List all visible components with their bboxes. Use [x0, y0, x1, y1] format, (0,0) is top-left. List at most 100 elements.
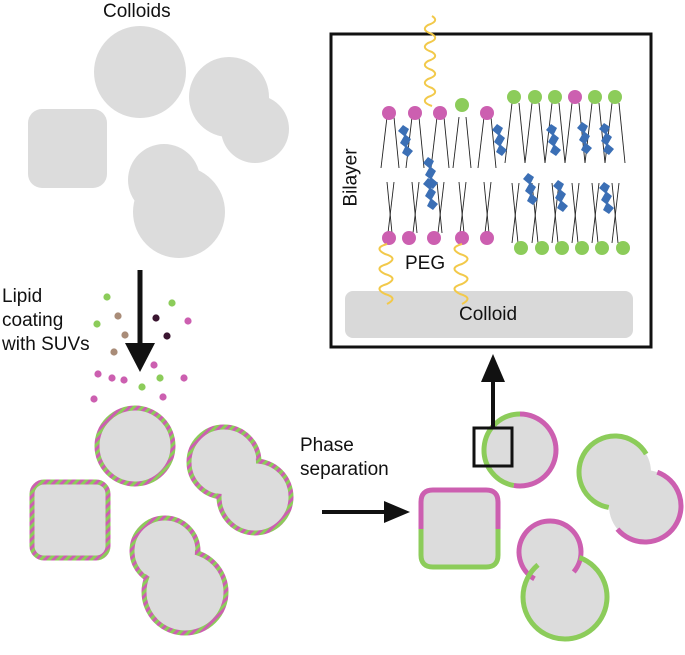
lipid-tail [465, 116, 472, 169]
lipid-tail [430, 116, 438, 169]
lipid-tail [511, 182, 519, 244]
colloid-sphere [94, 26, 186, 118]
suv-vesicle [93, 320, 101, 328]
suv-vesicle [159, 393, 167, 401]
lipid-tail [418, 116, 425, 169]
lipid-coating-arrow [125, 270, 155, 372]
lipid-head-lo [427, 231, 441, 245]
lipid-tail [558, 102, 566, 164]
peg-label: PEG [405, 253, 446, 274]
lipid-head-ld [575, 241, 589, 255]
suv-vesicle [180, 374, 188, 382]
suv-vesicle [138, 383, 146, 391]
lipid-head-ld [595, 241, 609, 255]
lipid-tail [531, 182, 540, 244]
lo-phase-domain [418, 487, 501, 529]
phase-separation-label-line2: separation [300, 459, 389, 480]
lipid-tail [484, 181, 492, 234]
lipid-tail [618, 102, 626, 164]
suv-vesicle [103, 293, 111, 301]
lipid-tail [452, 116, 460, 169]
coated-dimer-fill [222, 464, 288, 530]
peg-chain [423, 15, 437, 107]
colloid-dimer-lobe [221, 95, 289, 163]
colloid-substrate [345, 291, 633, 338]
lipid-tail [483, 181, 490, 234]
separated-dimer-lobe [523, 555, 607, 639]
peg-chain [378, 243, 394, 305]
lipid-tail [511, 182, 520, 244]
colloid-substrate-label: Colloid [459, 304, 518, 325]
lipid-tail [437, 181, 445, 234]
lipid-tail [393, 116, 400, 169]
phase-separation-label-line1: Phase [300, 435, 354, 456]
lipid-head-ld [514, 241, 528, 255]
lipid-tail [477, 116, 485, 169]
lipid-tail [591, 182, 600, 244]
cholesterol-molecule [577, 122, 592, 154]
lipid-tail [544, 102, 553, 164]
lo-phase-domain [516, 518, 584, 582]
lipid-head-lo [455, 231, 469, 245]
lipid-tail [412, 181, 420, 234]
lipid-head-lo [480, 106, 494, 120]
lipid-tail [504, 102, 513, 164]
lipid-head-ld [528, 90, 542, 104]
lipid-tail [380, 116, 388, 169]
lipid-head-lo [433, 106, 447, 120]
down-arrow-icon [125, 343, 155, 372]
lipid-coating-label-line1: Lipid [2, 286, 43, 307]
ld-phase-domain [520, 555, 610, 642]
lipid-tail [458, 181, 465, 234]
bilayer-inset [329, 15, 653, 349]
separated-sphere [484, 414, 556, 486]
ld-phase-domain [481, 411, 521, 488]
cholesterol-molecule [492, 124, 507, 156]
lipid-tail [490, 116, 497, 169]
cholesterol-molecule [423, 157, 438, 189]
lipid-tail [524, 102, 533, 164]
lo-phase-domain [615, 469, 684, 545]
coated-dimer-fill [147, 554, 223, 630]
cholesterol-molecule [423, 178, 438, 210]
ld-phase-domain [576, 433, 649, 510]
phase-separation-arrow [322, 501, 410, 523]
cholesterol-molecule [599, 182, 614, 214]
suv-vesicle [108, 374, 116, 382]
lipid-head-ld [548, 90, 562, 104]
lipid-head-ld [608, 90, 622, 104]
lipid-head-ld [616, 241, 630, 255]
suv-vesicle [152, 314, 160, 322]
lipid-tail [611, 182, 619, 244]
phase-separated-colloids [418, 411, 684, 642]
lipid-tail [386, 181, 393, 234]
lipid-tail [571, 182, 579, 244]
suv-vesicle [168, 299, 176, 307]
lipid-tail [598, 102, 606, 164]
lipid-coating-label-line3: with SUVs [2, 334, 90, 355]
suv-vesicle [114, 312, 122, 320]
lipid-head-lo [382, 231, 396, 245]
lipid-coating-label-line2: coating [2, 310, 64, 331]
suv-vesicle [90, 395, 98, 403]
cholesterol-molecule [546, 124, 561, 156]
uncoated-colloids [28, 26, 289, 258]
cholesterol-molecule [599, 123, 614, 155]
lipid-tail [531, 182, 539, 244]
suv-vesicle [150, 361, 158, 369]
cholesterol-molecule [553, 180, 568, 212]
suv-vesicle [163, 332, 171, 340]
zoom-indicator [472, 354, 514, 468]
lipid-tail [564, 102, 573, 164]
lipid-head-lo [480, 231, 494, 245]
suv-vesicle [110, 348, 118, 356]
lipid-tail [387, 181, 395, 234]
suv-vesicle [156, 374, 164, 382]
lipid-tail [551, 182, 559, 244]
lipid-head-ld [455, 98, 469, 112]
lipid-head-lo [408, 106, 422, 120]
lipid-tail [578, 102, 586, 164]
coated-cube [29, 479, 111, 561]
lipid-tail [518, 102, 526, 164]
